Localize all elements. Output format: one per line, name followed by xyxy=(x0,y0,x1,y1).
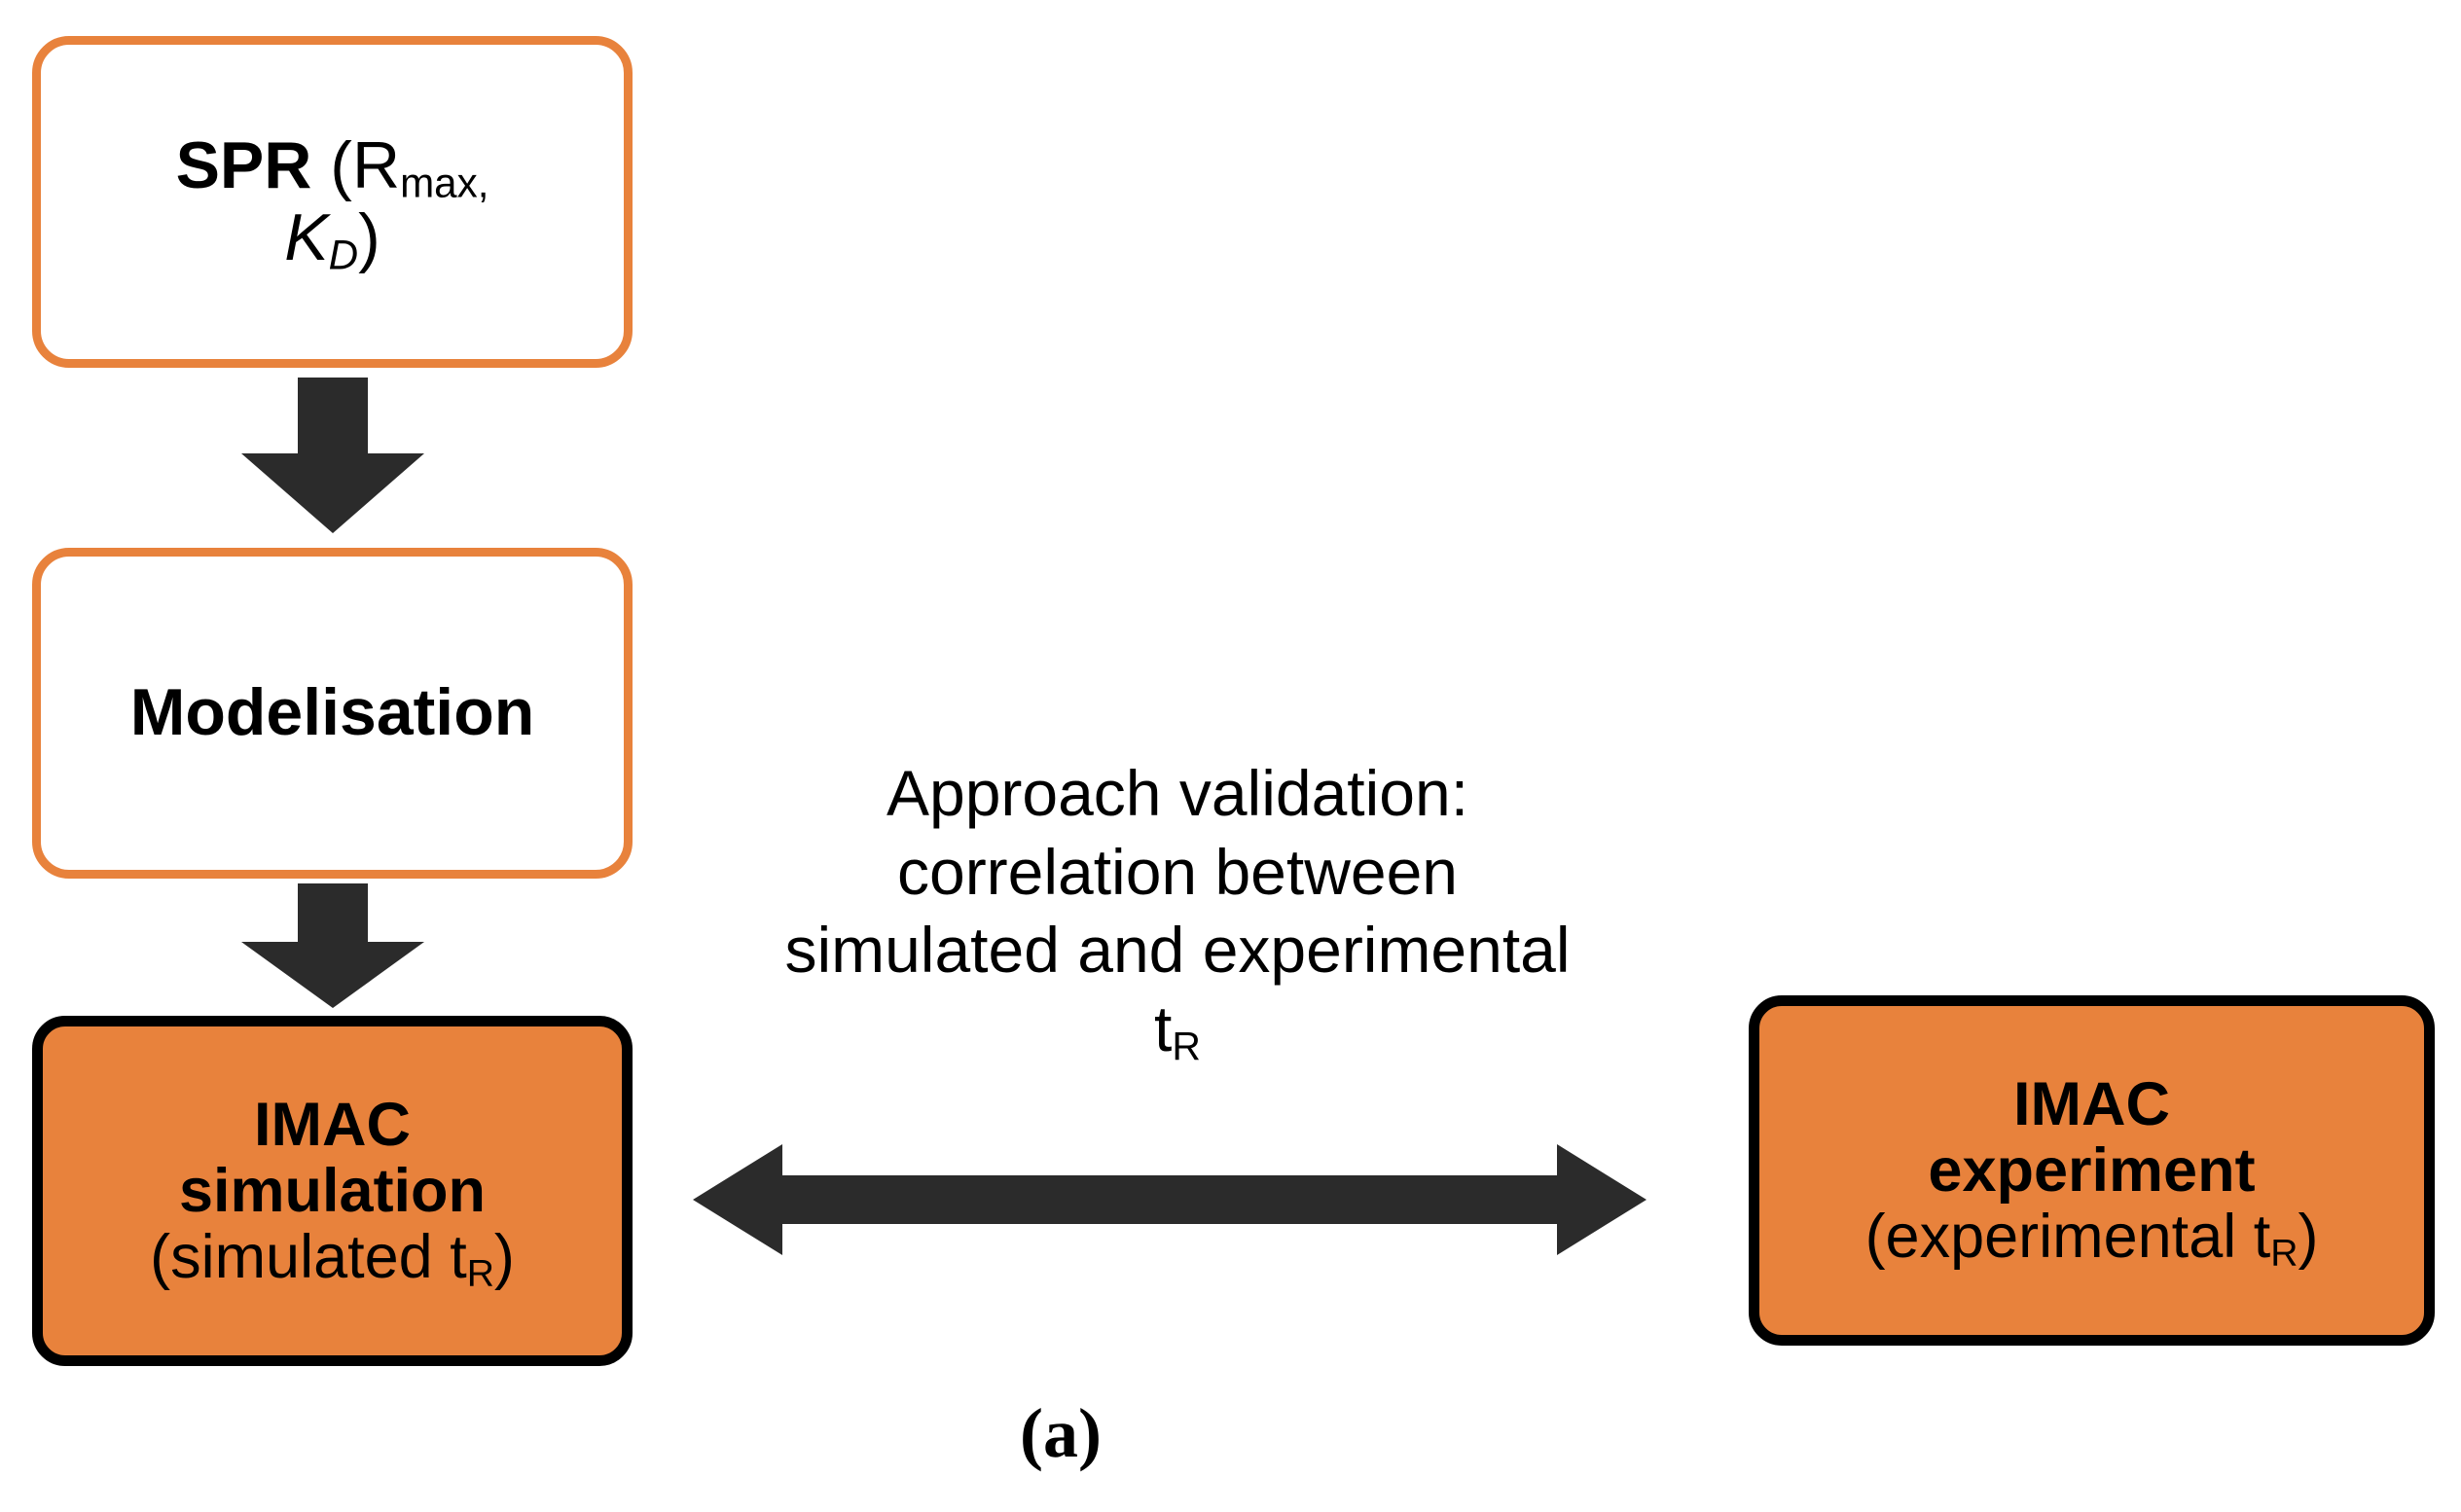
node-spr: SPR (Rmax, KD) xyxy=(32,36,633,368)
imac-simulation-detail: (simulated tR) xyxy=(150,1223,515,1293)
imac-experiment-detail-open: (experimental t xyxy=(1864,1203,2271,1272)
imac-simulation-title-1: IMAC xyxy=(254,1090,411,1159)
spr-sub-max: max, xyxy=(400,160,489,206)
double-headed-arrow-icon xyxy=(693,1136,1647,1263)
imac-experiment-detail: (experimental tR) xyxy=(1864,1203,2319,1273)
spr-line-2: KD) xyxy=(284,199,380,275)
imac-experiment-detail-sub: R xyxy=(2270,1232,2298,1275)
spr-bold-label: SPR xyxy=(175,128,312,203)
validation-line-2: correlation between xyxy=(896,835,1459,908)
imac-simulation-detail-close: ) xyxy=(493,1223,515,1292)
validation-line-4: tR xyxy=(681,990,1674,1068)
validation-tr-base: t xyxy=(1154,991,1173,1064)
down-arrow-icon xyxy=(241,883,424,1008)
imac-simulation-title-2: simulation xyxy=(178,1156,487,1225)
node-imac-experiment: IMAC experiment (experimental tR) xyxy=(1749,995,2435,1346)
spr-k-letter: K xyxy=(284,199,329,274)
down-arrow-icon xyxy=(241,378,424,533)
imac-simulation-detail-open: (simulated t xyxy=(150,1223,467,1292)
spr-line-1: SPR (Rmax, xyxy=(175,128,489,203)
validation-line-3: simulated and experimental xyxy=(784,914,1571,987)
validation-tr-sub: R xyxy=(1172,1023,1201,1068)
figure-label: (a) xyxy=(1020,1394,1102,1472)
validation-line-1: Approach validation: xyxy=(886,757,1469,829)
imac-experiment-title-2: experiment xyxy=(1928,1135,2256,1205)
spr-sub-d: D xyxy=(328,231,359,277)
spr-open-paren: (R xyxy=(311,128,401,203)
node-imac-simulation: IMAC simulation (simulated tR) xyxy=(32,1016,633,1366)
imac-experiment-title-1: IMAC xyxy=(2013,1069,2170,1138)
imac-simulation-detail-sub: R xyxy=(466,1252,494,1295)
node-modelisation: Modelisation xyxy=(32,548,633,879)
modelisation-label: Modelisation xyxy=(129,675,535,750)
imac-experiment-detail-close: ) xyxy=(2298,1203,2319,1272)
spr-close-paren: ) xyxy=(358,199,380,274)
validation-annotation: Approach validation: correlation between… xyxy=(681,754,1674,1067)
